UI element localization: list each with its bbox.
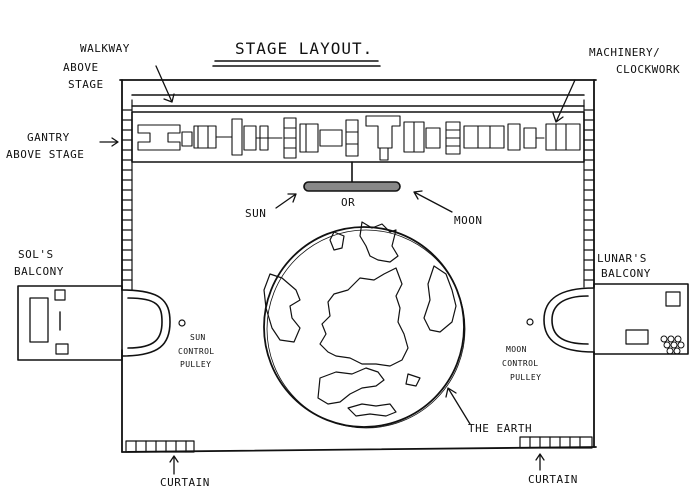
sun-control-pulley: [178, 319, 186, 327]
label-machinery-2: CLOCKWORK: [616, 63, 680, 76]
label-walkway-1: WALKWAY: [80, 42, 130, 55]
sun-moon-arrows: [275, 190, 453, 213]
gantry: [131, 111, 585, 163]
walkway: [131, 94, 585, 107]
label-walkway-3: STAGE: [68, 78, 104, 91]
label-or: OR: [341, 196, 355, 209]
label-sols-balcony-1: SOL'S: [18, 248, 54, 261]
earth-continents: [263, 221, 457, 417]
label-sun-pulley-3: PULLEY: [180, 360, 211, 369]
label-sun-pulley-2: CONTROL: [178, 347, 215, 356]
label-sun-pulley-1: SUN: [190, 333, 206, 342]
curtain-left: [125, 440, 195, 453]
earth-arrow: [445, 387, 471, 425]
stage-outline: [119, 79, 597, 453]
celestial-disc: [303, 161, 401, 192]
label-moon-pulley-3: PULLEY: [510, 373, 541, 382]
label-moon-pulley-1: MOON: [506, 345, 527, 354]
right-wall-ladder: [583, 99, 595, 288]
diagram-title: STAGE LAYOUT.: [235, 39, 373, 58]
label-arrows: [99, 65, 576, 147]
label-moon-pulley-2: CONTROL: [502, 359, 539, 368]
label-sols-balcony-2: BALCONY: [14, 265, 64, 278]
label-curtain-left: CURTAIN: [160, 476, 210, 488]
label-sun: SUN: [245, 207, 266, 220]
label-gantry-1: GANTRY: [27, 131, 70, 144]
label-machinery-1: MACHINERY/: [589, 46, 660, 59]
label-gantry-2: ABOVE STAGE: [6, 148, 84, 161]
label-curtain-right: CURTAIN: [528, 473, 578, 486]
label-lunars-balcony-2: BALCONY: [601, 267, 651, 280]
machinery-clockwork: [137, 115, 581, 161]
left-wall-ladder: [121, 99, 133, 291]
label-moon: MOON: [454, 214, 483, 227]
label-walkway-2: ABOVE: [63, 61, 99, 74]
sols-balcony: [17, 285, 171, 361]
moon-control-pulley: [526, 318, 534, 326]
moon-counterweights: [660, 335, 685, 355]
curtain-arrows: [169, 453, 545, 475]
earth-globe: [263, 221, 466, 429]
label-earth: THE EARTH: [468, 422, 532, 435]
lunars-balcony: [543, 283, 689, 355]
label-lunars-balcony-1: LUNAR'S: [597, 252, 647, 265]
curtain-right: [519, 436, 593, 449]
